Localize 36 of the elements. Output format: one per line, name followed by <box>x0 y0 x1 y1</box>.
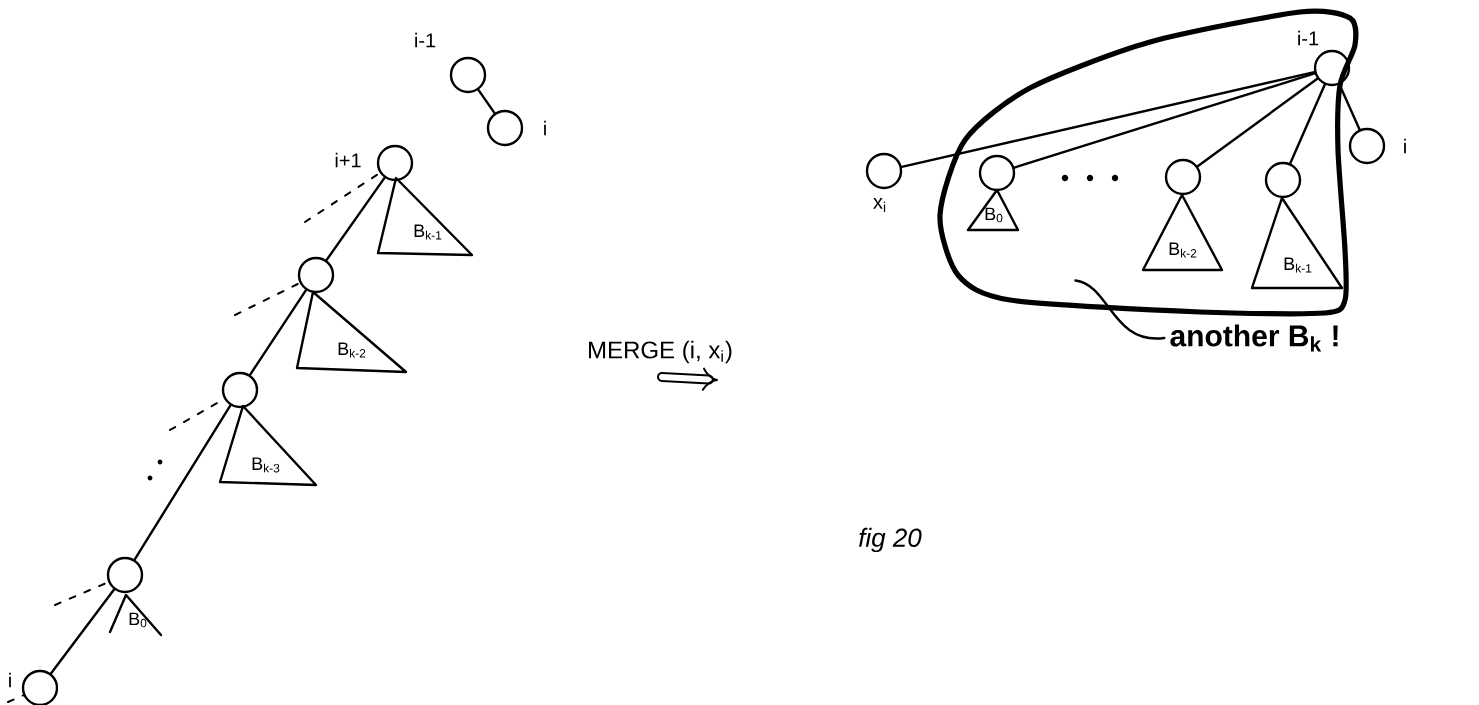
dotted-line <box>7 694 25 703</box>
node-label: i <box>544 120 546 136</box>
subtree-triangle: B$_{k-2}$ <box>295 290 408 374</box>
dotted-line <box>234 282 301 316</box>
caption-text: MERGE (i, x$_{i}$) <box>589 340 732 364</box>
connector-line <box>248 288 308 376</box>
connector-line <box>133 404 232 561</box>
tree-node <box>106 556 144 594</box>
node-label: i-1 <box>415 32 436 48</box>
node-label: i+1 <box>335 152 361 168</box>
tree-node <box>1264 161 1302 199</box>
node-label: i <box>9 672 11 688</box>
dotted-line <box>304 171 381 223</box>
tree-node <box>221 371 259 409</box>
connector-line <box>325 176 386 262</box>
subtree-triangle: B$_{k-2}$ <box>1141 193 1224 272</box>
tree-node <box>978 154 1016 192</box>
connector-line <box>49 588 116 675</box>
node-label: i <box>1404 138 1406 154</box>
subtree-triangle: B$_{k-3}$ <box>218 404 318 487</box>
connector-line <box>1196 77 1319 168</box>
connector-line <box>900 70 1316 169</box>
annotation-text: another B$_{k}$ ! <box>1170 324 1338 352</box>
leader-line <box>1074 279 1166 340</box>
node-label: x$_{i}$ <box>873 198 886 212</box>
caption-text: fig 20 <box>859 527 922 553</box>
node-label: i-1 <box>1298 30 1319 46</box>
subtree-triangle: B$_{k-1}$ <box>1250 196 1344 290</box>
connector-line <box>477 88 496 115</box>
connector-line <box>1013 72 1316 169</box>
subtree-triangle: B$_{0}$ <box>966 188 1020 232</box>
subtree-triangle: B$_{k-1}$ <box>376 176 474 257</box>
tree-node <box>1164 158 1202 196</box>
connector-line <box>1289 83 1326 165</box>
enclosing-outline <box>937 8 1359 317</box>
tree-node <box>297 256 335 294</box>
